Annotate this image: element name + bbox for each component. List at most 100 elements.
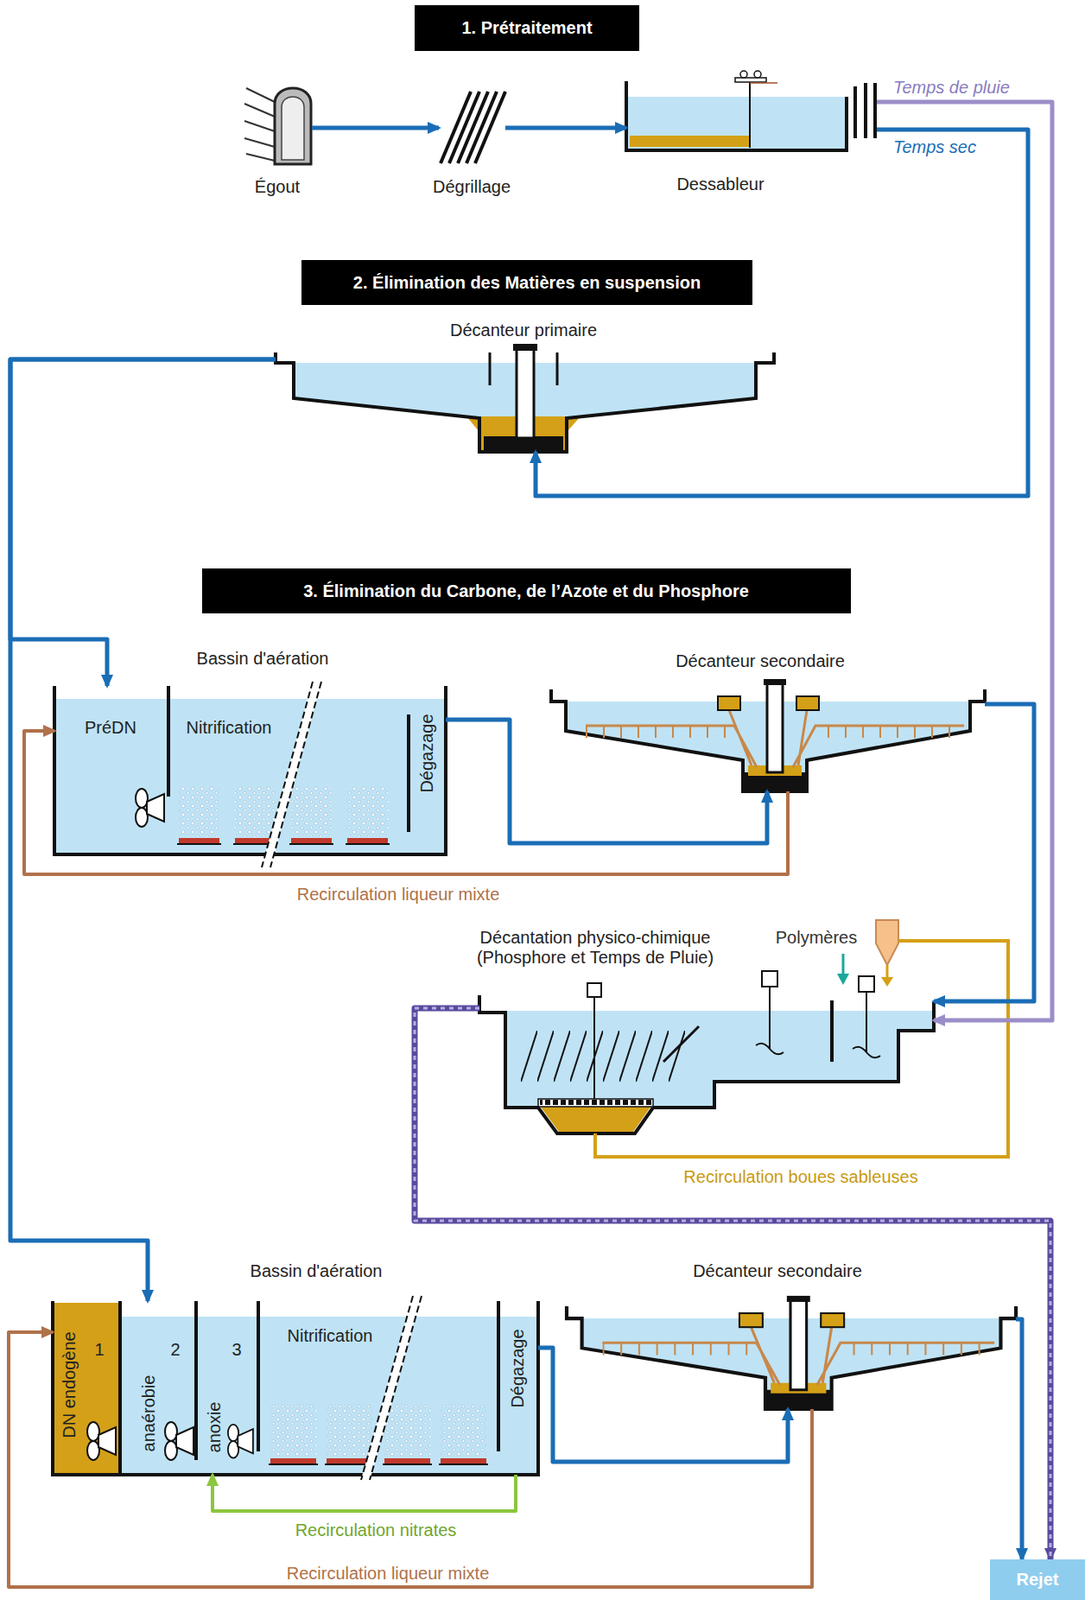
physico-chemical-settler-part [539, 1098, 652, 1107]
connector [8, 1332, 813, 1587]
screen-icon-part [457, 91, 489, 164]
physico-chemical-settler-part [842, 953, 845, 975]
connector-line [1015, 1319, 1022, 1560]
connector [10, 359, 276, 1301]
sewer-icon-part [244, 88, 275, 161]
physico-chemical-settler-node: Décantation physico-chimique (Phosphore … [479, 995, 934, 1134]
physico-chemical-settler-part [761, 970, 778, 987]
connector-line [8, 1332, 813, 1587]
screen-icon [440, 91, 506, 164]
aeration-basin-2-part [326, 1403, 373, 1456]
physico-chemical-settler-part [875, 920, 899, 965]
physico-chemical-settler-part [852, 1046, 881, 1059]
aeration-basin-2-part [87, 1421, 116, 1460]
primary-clarifier-part [513, 343, 538, 351]
aeration-basin-1-part [234, 786, 276, 837]
node-label: Décantation physico-chimique (Phosphore … [452, 927, 738, 968]
aeration-basin-2-part [496, 1300, 501, 1452]
secondary-clarifier: Décanteur secondaire [551, 689, 985, 792]
basin-zone: DN endogène 1 [52, 1300, 121, 1475]
aeration-basin: Bassin d'aérationDN endogène12anaérobie3… [52, 1300, 539, 1475]
connector-label: Recirculation liqueur mixte [285, 1563, 492, 1584]
connector-line [311, 126, 439, 131]
connector-line [212, 1474, 516, 1511]
aeration-basin-2 [52, 1295, 539, 1480]
grit-chamber-node: Dessableur [626, 79, 877, 152]
free-label: Polymères [774, 927, 859, 948]
connector-line [24, 730, 788, 875]
aeration-basin-1-part [270, 681, 322, 868]
aeration-basin-2-part-part [438, 1463, 489, 1466]
node-label: Décanteur secondaire [692, 1261, 863, 1282]
aeration-basin-1-part [56, 698, 445, 853]
node-label: 3 [231, 1339, 242, 1360]
section-band: 1. Prétraitement [414, 5, 640, 51]
physico-chemical-settler-part [837, 973, 850, 985]
primary-clarifier-node: Décanteur primaire [275, 352, 775, 452]
node-label: anaérobie [139, 1375, 159, 1453]
aeration-basin-1-part-part [177, 843, 222, 845]
aeration-basin-2-part [270, 1403, 317, 1456]
aeration-basin-1-part [266, 681, 318, 868]
grit-chamber-part [873, 82, 877, 139]
basin-zone: Dégazage [408, 685, 446, 855]
primary-clarifier-part [556, 352, 559, 386]
aeration-basin-2-part [118, 1300, 122, 1475]
node-label: Égout [254, 177, 300, 197]
node-label: Dégrillage [432, 177, 511, 197]
connector [933, 704, 1035, 1002]
screen-icon-part [475, 91, 506, 164]
aeration-basin-2-part [256, 1300, 261, 1452]
primary-clarifier [275, 343, 775, 452]
aeration-basin-2-part [228, 1424, 254, 1459]
node-label: DN endogène [59, 1331, 80, 1438]
aeration-basin-1-part [178, 837, 388, 844]
primary-clarifier-part [516, 347, 534, 438]
node-label: Dégazage [417, 713, 438, 793]
connector [414, 1008, 1051, 1560]
physico-chemical-settler-part [587, 983, 602, 997]
physico-chemical-settler-part [538, 1098, 654, 1107]
connector-label: Recirculation nitrates [293, 1520, 459, 1541]
basin-zone: 3anoxie [196, 1300, 259, 1475]
aeration-basin-2-part-part [382, 1463, 432, 1466]
aeration-basin-2-part [194, 1300, 198, 1460]
node-label: PréDN [84, 717, 137, 738]
screen-icon-part [449, 91, 480, 164]
aeration-basin-1-part [178, 786, 220, 837]
physico-chemical-settler-part [768, 986, 771, 1049]
aeration-basin-1-part [166, 685, 171, 797]
screen-node: Dégrillage [438, 91, 506, 164]
physico-chemical-settler-part [755, 1043, 784, 1055]
node-label: 3. Élimination du Carbone, de l’Azote et… [303, 581, 749, 602]
basin-zone: Nitrification [258, 1300, 499, 1475]
grit-chamber-part [748, 79, 751, 148]
aeration-basin-1-part-part [347, 837, 388, 844]
physico-chemical-settler-part [663, 1026, 699, 1062]
grit-chamber-part [629, 135, 751, 147]
aeration-basin-1-part-part [178, 837, 220, 844]
aeration-basin-1-part [291, 786, 332, 837]
secondary-clarifier-2 [566, 1295, 1016, 1409]
node-label: 1 [94, 1339, 104, 1360]
physico-chemical-settler-part [865, 991, 868, 1053]
aeration-basin-2-part [164, 1421, 194, 1460]
free-label: Recirculation boues sableuses [681, 1167, 920, 1187]
section-band: 3. Élimination du Carbone, de l’Azote et… [202, 568, 851, 614]
aeration-basin-1-part-part [291, 837, 332, 844]
connector [24, 730, 788, 875]
aeration-basin: Bassin d'aérationPréDNNitrificationDégaz… [54, 685, 446, 855]
aeration-basin-2-part-part [440, 1458, 487, 1464]
grit-chamber-part [628, 96, 845, 149]
outfall-box: Rejet [989, 1559, 1085, 1600]
connector-line [10, 359, 276, 1301]
connector-label: Recirculation liqueur mixte [295, 884, 502, 905]
physico-chemical-settler-part [539, 1105, 652, 1132]
connector-stripes [414, 1008, 1051, 1560]
connector-line [876, 101, 1053, 1021]
physico-chemical-settler-part [881, 977, 894, 987]
connector-line [445, 719, 768, 844]
connector-line [535, 129, 1028, 496]
basin-zone: Nitrification [168, 685, 409, 855]
